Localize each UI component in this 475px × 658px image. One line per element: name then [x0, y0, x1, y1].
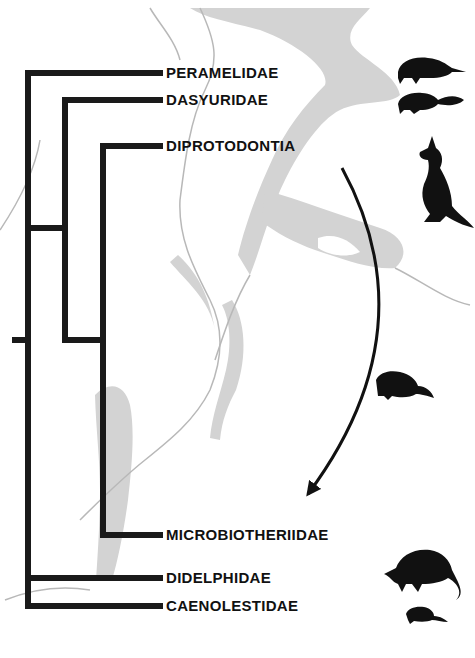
monito-del-monte: [376, 371, 434, 400]
dispersal-arrow: [308, 168, 379, 494]
taxon-label: CAENOLESTIDAE: [166, 597, 298, 615]
opossum: [384, 550, 461, 600]
animal-silhouettes: [376, 58, 474, 624]
taxon-label: DIPROTODONTIA: [166, 137, 295, 155]
taxon-label: DASYURIDAE: [166, 91, 268, 109]
map: [0, 8, 470, 600]
shrew-opossum: [406, 607, 448, 624]
dasyurid: [398, 93, 464, 114]
taxon-label: PERAMELIDAE: [166, 64, 278, 82]
taxon-label: DIDELPHIDAE: [166, 569, 271, 587]
taxon-label: MICROBIOTHERIIDAE: [166, 526, 329, 544]
kangaroo: [419, 136, 474, 228]
phylogenetic-tree: [15, 73, 160, 606]
bandicoot: [398, 58, 466, 84]
